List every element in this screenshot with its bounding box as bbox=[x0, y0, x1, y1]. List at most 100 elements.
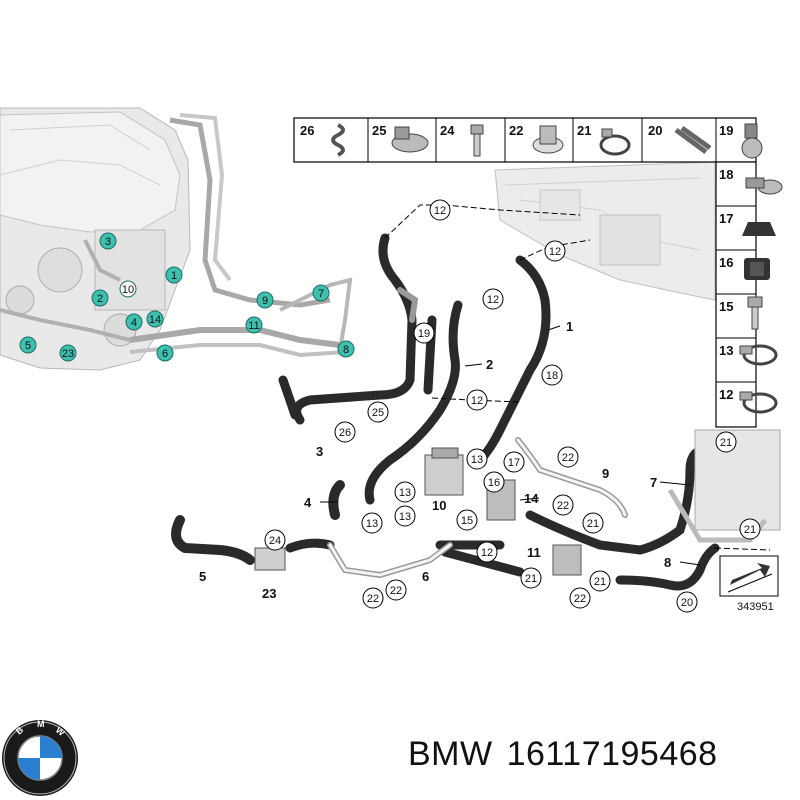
svg-text:14: 14 bbox=[149, 314, 161, 326]
svg-text:12: 12 bbox=[471, 395, 483, 407]
svg-text:9: 9 bbox=[262, 295, 268, 307]
orientation-arrow-box: 343951 bbox=[719, 555, 779, 613]
engine-badge-8: 8 bbox=[337, 340, 355, 358]
callout-12-c: 12 bbox=[482, 288, 504, 310]
svg-text:1: 1 bbox=[171, 270, 177, 282]
callout-22-e: 22 bbox=[569, 587, 591, 609]
svg-text:17: 17 bbox=[508, 457, 520, 469]
rubber-block-16-icon bbox=[744, 258, 770, 280]
svg-text:16: 16 bbox=[488, 477, 500, 489]
svg-text:12: 12 bbox=[487, 294, 499, 306]
parts-table: 26 25 24 22 21 20 19 18 17 16 15 13 12 bbox=[293, 117, 783, 428]
svg-text:3: 3 bbox=[105, 236, 111, 248]
engine-badge-3: 3 bbox=[99, 232, 117, 250]
part-caption: BMW 16117195468 bbox=[408, 735, 793, 785]
label-11: 11 bbox=[527, 545, 541, 560]
callout-19: 19 bbox=[413, 322, 435, 344]
callout-22-a: 22 bbox=[557, 446, 579, 468]
callout-12-e: 12 bbox=[476, 541, 498, 563]
table-label-25: 25 bbox=[372, 123, 386, 138]
spring-clip-icon bbox=[331, 123, 345, 157]
grommet-icon bbox=[532, 125, 564, 154]
callout-26: 26 bbox=[334, 421, 356, 443]
label-3: 3 bbox=[316, 444, 323, 459]
svg-text:13: 13 bbox=[366, 518, 378, 530]
svg-text:22: 22 bbox=[557, 500, 569, 512]
callout-12-d: 12 bbox=[466, 389, 488, 411]
callout-22-b: 22 bbox=[552, 494, 574, 516]
svg-text:25: 25 bbox=[372, 407, 384, 419]
label-2: 2 bbox=[486, 357, 493, 372]
part-number: 16117195468 bbox=[506, 735, 718, 773]
callout-13-d: 13 bbox=[394, 505, 416, 527]
callout-21-e: 21 bbox=[589, 570, 611, 592]
brand-name: BMW bbox=[408, 735, 493, 773]
svg-text:22: 22 bbox=[390, 585, 402, 597]
svg-text:15: 15 bbox=[461, 515, 473, 527]
callout-15: 15 bbox=[456, 509, 478, 531]
svg-text:8: 8 bbox=[343, 344, 349, 356]
svg-text:12: 12 bbox=[549, 246, 561, 258]
label-1: 1 bbox=[566, 319, 573, 334]
diagram-number: 343951 bbox=[737, 601, 774, 613]
svg-text:18: 18 bbox=[546, 370, 558, 382]
table-label-22: 22 bbox=[509, 123, 523, 138]
callout-24: 24 bbox=[264, 529, 286, 551]
engine-badge-6: 6 bbox=[156, 344, 174, 362]
label-23: 23 bbox=[262, 586, 276, 601]
callout-21-d: 21 bbox=[520, 567, 542, 589]
svg-text:12: 12 bbox=[434, 205, 446, 217]
svg-text:22: 22 bbox=[574, 593, 586, 605]
svg-text:5: 5 bbox=[25, 340, 31, 352]
table-label-15: 15 bbox=[719, 299, 733, 314]
svg-text:7: 7 bbox=[318, 288, 324, 300]
table-label-20: 20 bbox=[648, 123, 662, 138]
clamp-13-icon bbox=[739, 344, 778, 366]
engine-badge-23: 23 bbox=[59, 344, 77, 362]
label-14: 14 bbox=[524, 491, 539, 506]
svg-text:21: 21 bbox=[594, 576, 606, 588]
callout-20: 20 bbox=[676, 591, 698, 613]
solid-leaders bbox=[320, 325, 701, 566]
bolt-15-icon bbox=[747, 296, 763, 330]
table-label-12: 12 bbox=[719, 387, 733, 402]
svg-text:21: 21 bbox=[744, 524, 756, 536]
engine-badge-4: 4 bbox=[125, 313, 143, 331]
circled-callouts: 12 12 12 19 12 13 25 26 13 13 13 17 16 2… bbox=[264, 199, 761, 613]
svg-text:M: M bbox=[37, 719, 45, 729]
label-4: 4 bbox=[304, 495, 312, 510]
table-label-26: 26 bbox=[300, 123, 314, 138]
svg-text:24: 24 bbox=[269, 535, 281, 547]
plug-17-icon bbox=[742, 222, 776, 236]
svg-text:21: 21 bbox=[720, 437, 732, 449]
engine-callouts: 3 10 1 2 4 14 9 7 11 5 23 6 8 bbox=[19, 232, 355, 362]
engine-badge-14: 14 bbox=[146, 310, 164, 328]
table-label-13: 13 bbox=[719, 343, 733, 358]
svg-text:22: 22 bbox=[562, 452, 574, 464]
metal-pipes bbox=[327, 287, 628, 579]
engine-badge-10: 10 bbox=[119, 280, 137, 298]
bmw-logo: B M W bbox=[2, 719, 78, 796]
chain-clip-icon bbox=[674, 125, 712, 155]
label-9: 9 bbox=[602, 466, 609, 481]
callout-18: 18 bbox=[541, 364, 563, 386]
callout-12-b: 12 bbox=[544, 240, 566, 262]
svg-text:11: 11 bbox=[248, 320, 259, 332]
label-6: 6 bbox=[422, 569, 429, 584]
callout-22-c: 22 bbox=[362, 587, 384, 609]
label-10: 10 bbox=[432, 498, 446, 513]
hoses bbox=[171, 233, 720, 591]
callout-16: 16 bbox=[483, 471, 505, 493]
engine-badge-1: 1 bbox=[165, 266, 183, 284]
table-label-16: 16 bbox=[719, 255, 733, 270]
band-clamp-icon bbox=[599, 128, 631, 156]
hose-clamp-25-icon bbox=[391, 126, 429, 153]
svg-text:19: 19 bbox=[418, 328, 430, 340]
engine-badge-9: 9 bbox=[256, 291, 274, 309]
table-label-19: 19 bbox=[719, 123, 733, 138]
table-label-18: 18 bbox=[719, 167, 733, 182]
bolt-icon bbox=[470, 124, 484, 157]
svg-text:23: 23 bbox=[62, 348, 74, 360]
svg-text:6: 6 bbox=[162, 348, 168, 360]
